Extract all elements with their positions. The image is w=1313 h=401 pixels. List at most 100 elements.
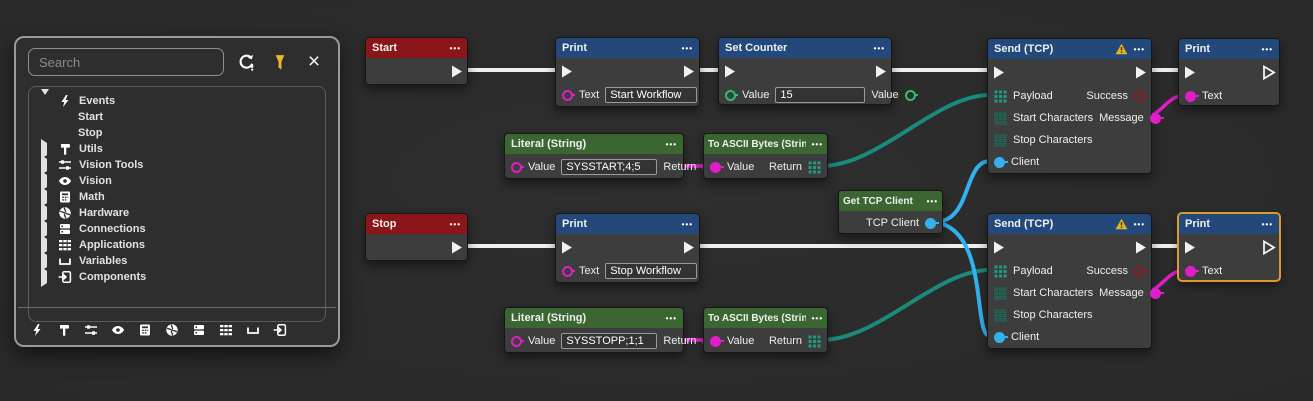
eye-icon[interactable] xyxy=(111,322,125,338)
stop-characters-port[interactable] xyxy=(994,134,1007,147)
success-port[interactable] xyxy=(1134,90,1145,102)
node-set-counter[interactable]: Set Counter ValueValue xyxy=(718,37,916,105)
message-port[interactable] xyxy=(1149,287,1161,299)
menu-icon[interactable] xyxy=(666,312,677,324)
menu-icon[interactable] xyxy=(682,218,693,230)
tree-item-vision[interactable]: Vision xyxy=(33,171,321,191)
client-port[interactable] xyxy=(994,331,1005,343)
tree-item-components[interactable]: Components xyxy=(33,267,321,287)
text-input-port[interactable] xyxy=(562,265,573,277)
menu-icon[interactable] xyxy=(1134,218,1145,230)
tree-item-vision-tools[interactable]: Vision Tools xyxy=(33,155,321,175)
sliders-icon[interactable] xyxy=(84,322,98,338)
value-input-port[interactable] xyxy=(725,89,736,101)
value-output-port[interactable] xyxy=(904,89,916,101)
exec-out-port[interactable] xyxy=(449,239,464,256)
value-input-port[interactable] xyxy=(511,335,522,347)
lightning-icon[interactable] xyxy=(30,322,44,338)
value-input-port[interactable] xyxy=(710,161,721,173)
menu-icon[interactable] xyxy=(682,42,693,54)
exec-out-port[interactable] xyxy=(1261,64,1276,81)
exec-out-port[interactable] xyxy=(681,63,696,80)
tree-item-connections[interactable]: Connections xyxy=(33,219,321,239)
value-input-port[interactable] xyxy=(710,335,721,347)
tcp-client-port[interactable] xyxy=(925,217,936,229)
chevron-down-icon[interactable] xyxy=(41,89,49,107)
return-port[interactable] xyxy=(808,161,821,174)
exec-out-port[interactable] xyxy=(1133,64,1148,81)
menu-icon[interactable] xyxy=(450,42,461,54)
message-port[interactable] xyxy=(1149,112,1161,124)
search-input[interactable] xyxy=(28,48,224,76)
menu-icon[interactable] xyxy=(1262,43,1273,55)
text-value-input[interactable] xyxy=(605,263,698,279)
start-characters-port[interactable] xyxy=(994,112,1007,125)
value-input[interactable] xyxy=(561,159,658,175)
menu-icon[interactable] xyxy=(812,313,823,324)
grid-icon[interactable] xyxy=(219,322,233,338)
value-input-port[interactable] xyxy=(511,161,522,173)
tree-item-math[interactable]: Math xyxy=(33,187,321,207)
exec-in-port[interactable] xyxy=(559,63,574,80)
success-port[interactable] xyxy=(1134,265,1145,277)
text-value-input[interactable] xyxy=(605,87,698,103)
menu-icon[interactable] xyxy=(1262,218,1273,230)
menu-icon[interactable] xyxy=(927,196,938,207)
value-input[interactable] xyxy=(775,87,866,103)
node-start[interactable]: Start xyxy=(365,37,468,85)
chevron-right-icon[interactable] xyxy=(41,267,47,287)
import-icon[interactable] xyxy=(273,322,287,338)
payload-port[interactable] xyxy=(994,90,1007,103)
close-icon[interactable]: × xyxy=(307,50,321,73)
exec-in-port[interactable] xyxy=(722,63,737,80)
node-print-2[interactable]: Print Text xyxy=(555,213,700,283)
tree-item-applications[interactable]: Applications xyxy=(33,235,321,255)
tree-item-variables[interactable]: Variables xyxy=(33,251,321,271)
tree-item-start[interactable]: Start xyxy=(33,109,321,125)
refresh-icon[interactable] xyxy=(234,50,258,74)
payload-port[interactable] xyxy=(994,265,1007,278)
menu-icon[interactable] xyxy=(1134,43,1145,55)
node-print-tr[interactable]: Print Text xyxy=(1178,38,1280,106)
bracket-icon[interactable] xyxy=(246,322,260,338)
menu-icon[interactable] xyxy=(874,42,885,54)
return-port[interactable] xyxy=(808,335,821,348)
calculator-icon[interactable] xyxy=(138,322,152,338)
exec-out-port[interactable] xyxy=(1133,239,1148,256)
exec-in-port[interactable] xyxy=(1182,64,1197,81)
tree-item-stop[interactable]: Stop xyxy=(33,125,321,141)
hammer-icon[interactable] xyxy=(57,322,71,338)
start-characters-port[interactable] xyxy=(994,287,1007,300)
tree-item-hardware[interactable]: Hardware xyxy=(33,203,321,223)
stop-characters-port[interactable] xyxy=(994,309,1007,322)
node-stop[interactable]: Stop xyxy=(365,213,468,261)
text-input-port[interactable] xyxy=(562,89,573,101)
menu-icon[interactable] xyxy=(666,138,677,150)
node-print-1[interactable]: Print Text xyxy=(555,37,700,107)
menu-icon[interactable] xyxy=(812,139,823,150)
filter-icon[interactable] xyxy=(268,50,292,74)
exec-in-port[interactable] xyxy=(559,239,574,256)
node-get-tcp-client[interactable]: Get TCP Client TCP Client xyxy=(838,190,943,234)
server-icon[interactable] xyxy=(192,322,206,338)
client-port[interactable] xyxy=(994,156,1005,168)
text-input-port[interactable] xyxy=(1185,90,1196,102)
exec-out-port[interactable] xyxy=(873,63,888,80)
exec-out-port[interactable] xyxy=(681,239,696,256)
exec-in-port[interactable] xyxy=(1182,239,1197,256)
text-input-port[interactable] xyxy=(1185,265,1196,277)
tree-item-events[interactable]: Events xyxy=(33,89,321,109)
aperture-icon[interactable] xyxy=(165,322,179,338)
menu-icon[interactable] xyxy=(450,218,461,230)
exec-in-port[interactable] xyxy=(991,239,1006,256)
exec-in-port[interactable] xyxy=(991,64,1006,81)
tree-item-utils[interactable]: Utils xyxy=(33,139,321,159)
value-input[interactable] xyxy=(561,333,658,349)
exec-out-port[interactable] xyxy=(1261,239,1276,256)
